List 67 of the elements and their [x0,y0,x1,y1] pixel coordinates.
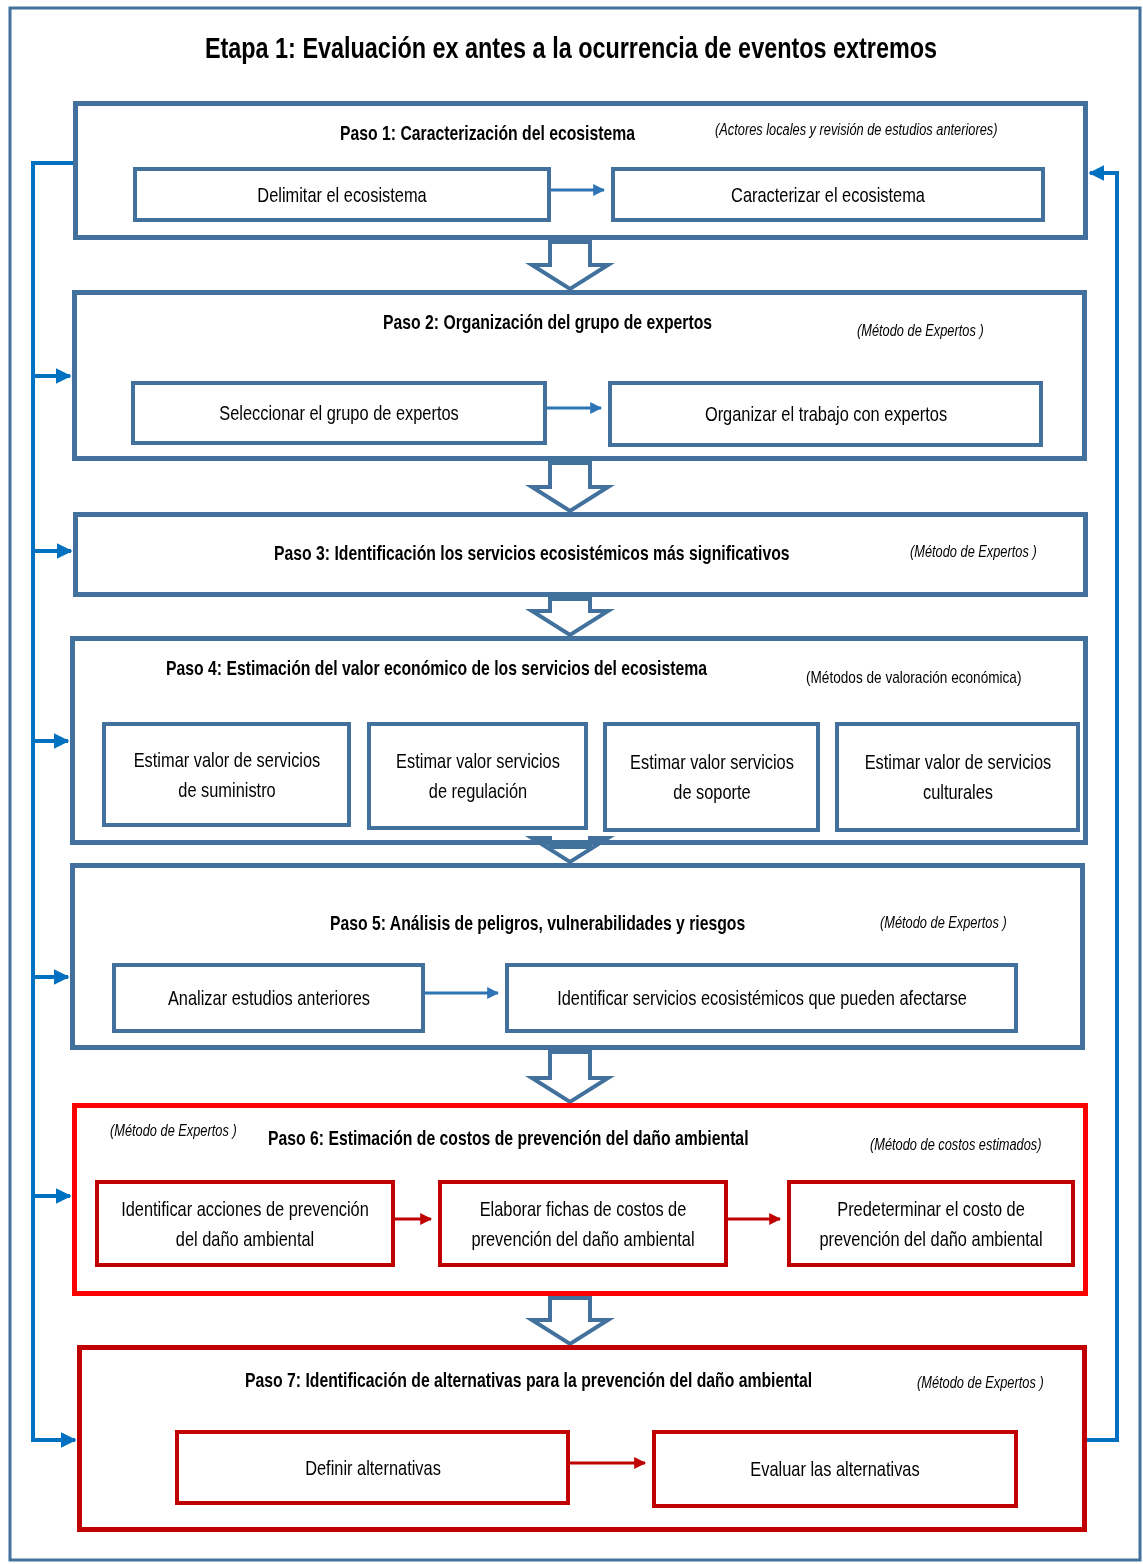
method-note: (Método de Expertos ) [917,1373,1044,1393]
arrow [567,1457,647,1469]
block-arrow [525,240,615,292]
method-note: (Método de Expertos ) [910,542,1037,562]
block-arrow [525,461,615,514]
feedback-arrow [1087,165,1119,1442]
task-box [608,381,1043,447]
step-heading: Paso 1: Caracterización del ecosistema [340,120,635,146]
step-heading: Paso 7: Identificación de alternativas para la prevención del daño ambiental [245,1367,813,1393]
arrow [544,402,603,414]
block-arrow [525,836,615,865]
task-label: Estimar valor servicios de soporte [628,748,795,805]
arrow [422,987,500,999]
task-box [835,722,1080,832]
title: Etapa 1: Evaluación ex antes a la ocurrencia de eventos extremos [204,30,938,66]
step-panel [73,512,1088,597]
step-panel [70,636,1088,845]
arrow [392,1213,433,1225]
block-arrow [525,1050,615,1105]
task-label: Caracterizar el ecosistema [730,181,926,208]
method-note: (Método de Expertos ) [880,913,1007,933]
task-box [175,1430,570,1505]
task-label: Analizar estudios anteriores [166,984,371,1011]
step-panel [70,863,1085,1050]
task-label: Seleccionar el grupo de expertos [218,399,460,426]
task-box [505,963,1018,1033]
block-arrow [525,1296,615,1347]
task-box [787,1180,1075,1267]
step-heading: Paso 2: Organización del grupo de expertos [383,309,713,335]
task-box [611,167,1045,222]
task-label: Estimar valor de servicios culturales [863,748,1052,805]
method-note: (Actores locales y revisión de estudios anteriores) [715,120,998,140]
arrow [725,1213,782,1225]
method-note: (Métodos de valoración económica) [806,668,1022,689]
task-label: Delimitar el ecosistema [256,181,428,208]
task-box [102,722,351,827]
step-heading: Paso 6: Estimación de costos de prevención del daño ambiental [268,1125,749,1151]
step-heading: Paso 4: Estimación del valor económico de los servicios del ecosistema [166,655,707,681]
task-box [112,963,425,1033]
step-panel [73,101,1088,240]
task-box [367,722,588,830]
task-label: Organizar el trabajo con expertos [703,400,948,427]
task-box [438,1180,728,1267]
method-note: (Método de Expertos ) [857,321,984,341]
task-label: Evaluar las alternativas [749,1455,921,1482]
task-box [131,381,547,445]
task-label: Identificar servicios ecosistémicos que pueden afectarse [555,984,968,1011]
task-label: Estimar valor servicios de regulación [394,747,561,804]
step-heading: Paso 5: Análisis de peligros, vulnerabilidades y riesgos [330,910,746,936]
method-note: (Método de costos estimados) [870,1135,1042,1155]
feedback-arrow [31,161,77,1448]
task-box [603,722,820,832]
task-label: Definir alternativas [303,1454,442,1481]
task-box [133,167,551,222]
task-label: Predeterminar el costo de prevención del daño ambiental [818,1195,1044,1252]
task-label: Identificar acciones de prevención del daño ambiental [120,1195,370,1252]
step-panel [72,290,1087,461]
task-box [95,1180,395,1267]
method-note: (Método de Expertos ) [110,1121,237,1141]
step-panel [77,1345,1087,1532]
arrow [548,184,606,196]
task-box [652,1430,1018,1508]
step-heading: Paso 3: Identificación los servicios ecosistémicos más significativos [274,540,790,566]
task-label: Elaborar fichas de costos de prevención del daño ambiental [470,1195,696,1252]
task-label: Estimar valor de servicios de suministro [132,746,321,803]
block-arrow [525,597,615,638]
step-panel [72,1103,1088,1296]
